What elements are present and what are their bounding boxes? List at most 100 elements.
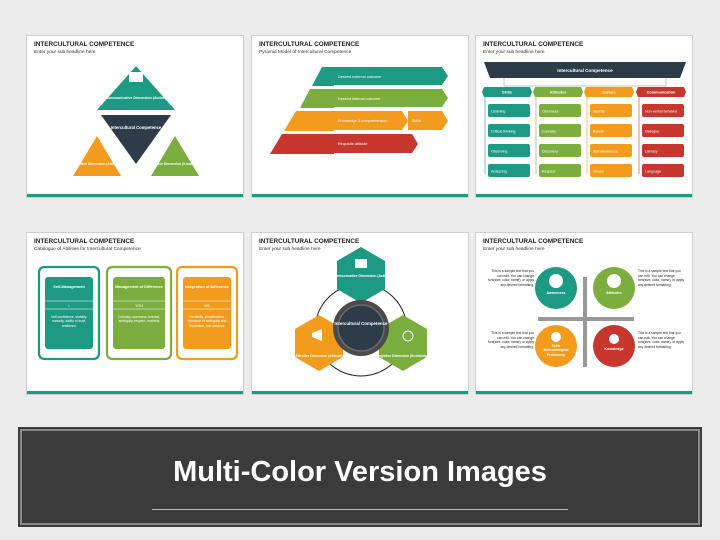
sample-text-top-right: This is a sample text that you can edit.…	[638, 269, 684, 287]
root-banner	[484, 62, 686, 78]
pyramid-level-4	[270, 134, 334, 154]
column-header	[636, 87, 686, 97]
column-item-label: Listening	[491, 109, 505, 113]
right-hexagon	[379, 315, 427, 371]
level-label: Desired internal outcome	[338, 97, 380, 101]
column-item-label: Non-verbal behavior	[645, 109, 678, 113]
accent-bar	[476, 194, 692, 197]
slide-subtitle: Enter your sub headline here	[259, 247, 321, 252]
outcome-arrow-1	[334, 67, 448, 85]
circle-knowledge	[593, 325, 635, 367]
column-item-label: Openness	[542, 109, 559, 113]
circle-label: Knowledge	[604, 347, 623, 351]
column-item	[590, 164, 632, 177]
column-item	[590, 104, 632, 117]
column-header-label: Skills	[502, 91, 512, 95]
outcome-arrow-4	[334, 134, 418, 153]
vertical-link	[583, 277, 587, 367]
card-body-1: Self-confidence, stability, maturity, ab…	[50, 315, 88, 328]
frame-1	[37, 265, 101, 361]
card-pronoun: WE	[204, 304, 210, 308]
card-heading: Integration of Difference	[185, 285, 229, 289]
column-item	[642, 124, 684, 137]
column-item-label: Analyzing	[491, 169, 507, 173]
column-item	[590, 144, 632, 157]
right-triangle	[151, 136, 199, 176]
column-header	[533, 87, 583, 97]
circle-label: Attitudes	[606, 291, 622, 295]
lightbulb-icon	[609, 334, 619, 344]
column-item	[539, 104, 581, 117]
slide-thumbnail-6[interactable]: INTERCULTURAL COMPETENCE Enter your sub …	[475, 232, 693, 395]
column-item	[488, 124, 530, 137]
card-pronoun: YOU	[135, 304, 143, 308]
slide-thumbnail-1[interactable]: INTERCULTURAL COMPETENCE Enter your sub …	[26, 35, 244, 198]
slide-title: INTERCULTURAL COMPETENCE	[259, 238, 360, 245]
eye-icon	[549, 274, 563, 288]
column-item-label: Dialogue	[645, 129, 659, 133]
left-triangle	[73, 136, 121, 176]
center-label: Intercultural Competence	[335, 321, 389, 326]
column-item-label: Discovery	[542, 149, 558, 153]
top-triangle	[97, 66, 175, 110]
column-item-label: Critical thinking	[491, 129, 515, 133]
people-icon	[607, 274, 621, 288]
slide-thumbnail-5[interactable]: INTERCULTURAL COMPETENCE Enter your sub …	[251, 232, 469, 395]
column-item-label: Respect	[542, 169, 555, 173]
right-label: Cognitive Dimension (Knowledge)	[147, 162, 202, 166]
gear-icon	[551, 332, 561, 342]
column-item	[539, 124, 581, 137]
top-hexagon	[337, 247, 385, 303]
slide-subtitle: Enter your sub headline here	[483, 247, 545, 252]
left-hexagon	[295, 315, 343, 371]
sample-text-bottom-left: This is a sample text that you can edit.…	[488, 331, 534, 349]
frame-2	[105, 265, 173, 361]
title-banner: Multi-Color Version Images	[18, 427, 702, 527]
column-item	[642, 164, 684, 177]
column-header	[482, 87, 532, 97]
column-item	[539, 144, 581, 157]
slide-title: INTERCULTURAL COMPETENCE	[259, 41, 360, 48]
column-item	[488, 164, 530, 177]
ability-card-2	[113, 277, 165, 349]
pyramid-level-3	[284, 111, 334, 131]
right-label: Cognitive Dimension (Knowledge)	[376, 354, 429, 358]
center-label: Intercultural Competence	[111, 125, 162, 130]
banner-title: Multi-Color Version Images	[173, 456, 547, 488]
presentation-icon	[355, 259, 367, 268]
column-item	[642, 144, 684, 157]
circle-label: Skills Methodological Proficiency	[543, 344, 569, 357]
column-header	[584, 87, 634, 97]
presentation-icon	[129, 72, 143, 82]
slide-thumbnail-4[interactable]: INTERCULTURAL COMPETENCE Catalogue of Ab…	[26, 232, 244, 395]
column-item-label: Self-awareness	[593, 149, 618, 153]
slide-title: INTERCULTURAL COMPETENCE	[34, 41, 135, 48]
slide-title: INTERCULTURAL COMPETENCE	[483, 238, 584, 245]
accent-bar	[476, 391, 692, 394]
column-header-label: Attitudes	[550, 91, 566, 95]
skills-label: Skills	[412, 119, 421, 123]
accent-bar	[252, 194, 468, 197]
circle-skills	[535, 325, 577, 367]
pyramid-level-1	[312, 67, 334, 86]
level-label: Requisite attitude	[338, 142, 367, 146]
slide-thumbnail-3[interactable]: INTERCULTURAL COMPETENCE Enter your sub …	[475, 35, 693, 198]
frame-3	[175, 265, 239, 361]
column-item-label: Identity	[593, 109, 605, 113]
left-label: Affective Dimension (Attitude)	[73, 162, 122, 166]
slide-thumbnail-2[interactable]: INTERCULTURAL COMPETENCE Pyramid Model o…	[251, 35, 469, 198]
slide-title: INTERCULTURAL COMPETENCE	[34, 238, 135, 245]
column-item-label: Language	[645, 169, 661, 173]
ability-card-3	[183, 277, 231, 349]
column-item-label: Curiosity	[542, 129, 556, 133]
column-item	[488, 104, 530, 117]
accent-bar	[27, 391, 243, 394]
outcome-arrow-3	[334, 111, 408, 130]
sample-text-top-left: This is a sample text that you can edit.…	[488, 269, 534, 287]
circle-label: Awareness	[547, 291, 566, 295]
column-item-label: Values	[593, 169, 604, 173]
left-label: Affective Dimension (Attitude)	[295, 354, 342, 358]
brain-icon	[402, 330, 414, 342]
accent-bar	[27, 194, 243, 197]
